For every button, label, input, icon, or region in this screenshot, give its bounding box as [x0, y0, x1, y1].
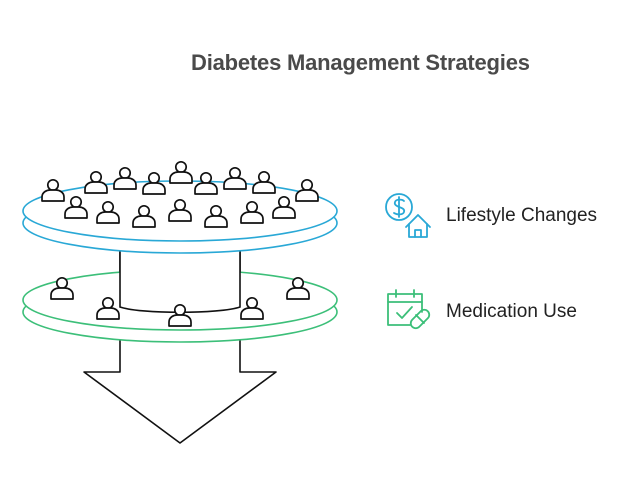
person-icon — [194, 171, 218, 195]
page-title: Diabetes Management Strategies — [191, 50, 530, 75]
medication-use-label: Medication Use — [446, 301, 577, 322]
person-icon — [223, 166, 247, 190]
person-icon — [252, 170, 276, 194]
person-icon — [41, 178, 65, 202]
person-icon — [142, 171, 166, 195]
person-icon — [295, 178, 319, 202]
person-icon — [84, 170, 108, 194]
money-and-house-icon — [385, 193, 431, 238]
calendar-and-pill-icon — [387, 289, 431, 330]
person-icon — [169, 160, 193, 184]
lifestyle-changes-label: Lifestyle Changes — [446, 205, 598, 226]
person-icon — [113, 166, 137, 190]
